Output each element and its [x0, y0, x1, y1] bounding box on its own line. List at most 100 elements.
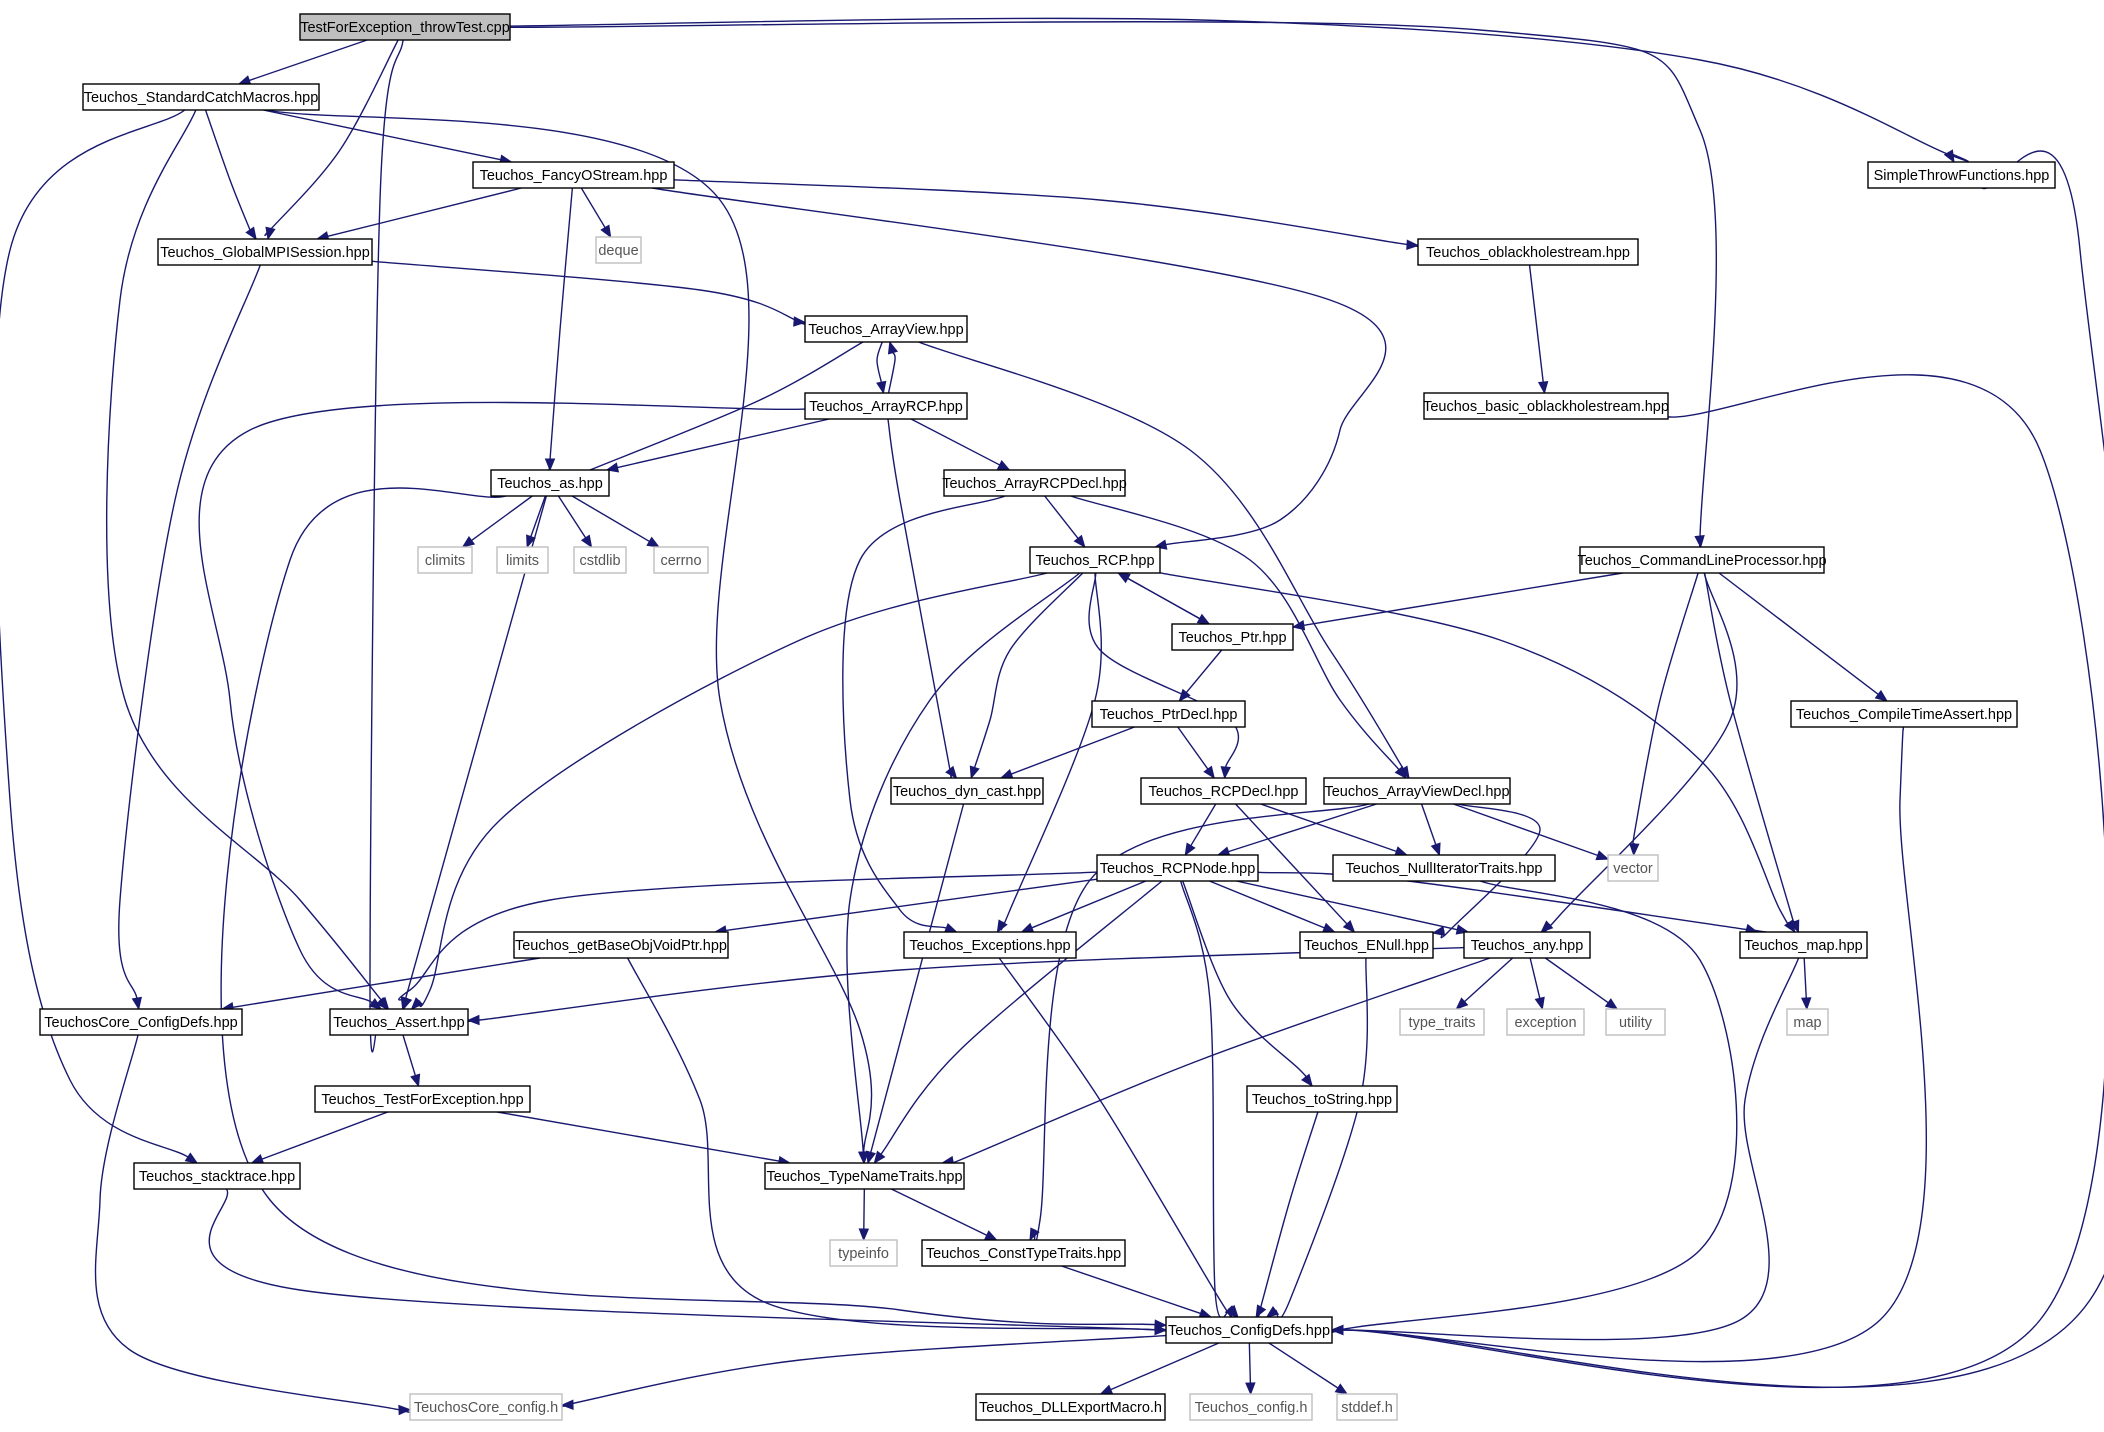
node-fancy[interactable]: Teuchos_FancyOStream.hpp — [472, 161, 675, 189]
edge-as-to-limits — [526, 495, 547, 549]
node-coreconfigdefs[interactable]: TeuchosCore_ConfigDefs.hpp — [39, 1008, 243, 1036]
node-box — [417, 546, 473, 574]
edge-line — [402, 1034, 416, 1076]
node-exceptions[interactable]: Teuchos_Exceptions.hpp — [903, 931, 1077, 959]
node-box — [804, 315, 968, 343]
node-tfe[interactable]: Teuchos_TestForException.hpp — [314, 1085, 531, 1113]
edge-line — [1061, 1265, 1201, 1315]
node-configdefs[interactable]: Teuchos_ConfigDefs.hpp — [1165, 1316, 1333, 1344]
node-nullit[interactable]: Teuchos_NullIteratorTraits.hpp — [1332, 854, 1556, 882]
node-tnt[interactable]: Teuchos_TypeNameTraits.hpp — [764, 1162, 965, 1190]
edge-line — [998, 957, 1233, 1319]
node-rcpdecl[interactable]: Teuchos_RCPDecl.hpp — [1140, 777, 1307, 805]
arrowhead — [1342, 920, 1356, 933]
node-oblack[interactable]: Teuchos_oblackholestream.hpp — [1417, 238, 1639, 266]
arrowhead — [865, 1150, 876, 1165]
node-label: deque — [598, 243, 638, 259]
node-dllexport[interactable]: Teuchos_DLLExportMacro.h — [975, 1393, 1166, 1421]
node-simple[interactable]: SimpleThrowFunctions.hpp — [1867, 161, 2056, 189]
node-basicob[interactable]: Teuchos_basic_oblackholestream.hpp — [1423, 392, 1669, 420]
edge-clp-to-cta — [1718, 572, 1888, 702]
arrowhead — [410, 997, 424, 1010]
edge-line — [262, 109, 501, 161]
node-stdcatch[interactable]: Teuchos_StandardCatchMacros.hpp — [82, 83, 320, 111]
edge-rcp-to-assert — [410, 572, 1048, 1010]
node-box — [1867, 161, 2056, 189]
edge-any-to-assert — [447, 946, 1465, 1026]
edge-line — [870, 803, 965, 1153]
node-label: Teuchos_NullIteratorTraits.hpp — [1346, 861, 1543, 877]
arrowhead — [1220, 766, 1231, 780]
node-gmpi[interactable]: Teuchos_GlobalMPISession.hpp — [157, 238, 373, 266]
node-box — [1171, 623, 1294, 651]
arrowhead — [184, 1152, 199, 1164]
edge-any-to-exception — [1529, 957, 1545, 1011]
arrowhead — [1265, 1305, 1280, 1318]
node-tostring[interactable]: Teuchos_toString.hpp — [1246, 1085, 1398, 1113]
node-label: type_traits — [1409, 1015, 1476, 1031]
node-dyncast[interactable]: Teuchos_dyn_cast.hpp — [890, 777, 1044, 805]
node-any[interactable]: Teuchos_any.hpp — [1463, 931, 1591, 959]
node-box — [921, 1239, 1126, 1267]
node-box — [409, 1393, 563, 1421]
edge-enull-to-configdefs — [1265, 957, 1369, 1319]
node-clp[interactable]: Teuchos_CommandLineProcessor.hpp — [1577, 546, 1827, 574]
node-root[interactable]: TestForException_throwTest.cpp — [299, 13, 511, 41]
arrowhead — [1029, 1227, 1040, 1242]
node-arrview[interactable]: Teuchos_ArrayView.hpp — [804, 315, 968, 343]
edge-line — [266, 109, 873, 1153]
node-rcp[interactable]: Teuchos_RCP.hpp — [1029, 546, 1161, 574]
edge-tfe-to-tnt — [497, 1111, 792, 1167]
edge-stdcatch-to-gmpi — [204, 109, 257, 241]
node-label: Teuchos_TestForException.hpp — [321, 1092, 523, 1108]
node-ptr[interactable]: Teuchos_Ptr.hpp — [1171, 623, 1294, 651]
node-assert[interactable]: Teuchos_Assert.hpp — [329, 1008, 469, 1036]
edge-exceptions-to-configdefs — [998, 957, 1238, 1319]
edge-root-to-assert — [369, 39, 404, 1053]
node-arrrcp[interactable]: Teuchos_ArrayRCP.hpp — [804, 392, 968, 420]
edge-rcp-to-rcpdecl — [1088, 572, 1240, 780]
node-map[interactable]: Teuchos_map.hpp — [1739, 931, 1868, 959]
node-stacktrace[interactable]: Teuchos_stacktrace.hpp — [133, 1162, 301, 1190]
node-getbase[interactable]: Teuchos_getBaseObjVoidPtr.hpp — [513, 931, 729, 959]
edge-line — [1070, 495, 1400, 771]
edge-fancy-to-gmpi — [315, 187, 522, 242]
arrowhead — [1943, 149, 1955, 164]
node-rcpnode[interactable]: Teuchos_RCPNode.hpp — [1096, 854, 1259, 882]
edge-configdefs-to-configh — [1245, 1342, 1256, 1396]
node-as[interactable]: Teuchos_as.hpp — [490, 469, 610, 497]
edge-arrrcp-to-assert — [198, 401, 806, 1010]
node-cta[interactable]: Teuchos_CompileTimeAssert.hpp — [1790, 700, 2018, 728]
node-box — [943, 469, 1126, 497]
node-box — [1790, 700, 2018, 728]
node-box — [1417, 238, 1639, 266]
node-arrrcpdecl[interactable]: Teuchos_ArrayRCPDecl.hpp — [942, 469, 1127, 497]
node-box — [496, 546, 549, 574]
node-label: Teuchos_RCPNode.hpp — [1100, 861, 1256, 877]
edge-line — [249, 39, 368, 82]
node-label: Teuchos_as.hpp — [497, 476, 603, 492]
edge-coreconfigdefs-to-coreconfigh — [94, 1034, 421, 1416]
edge-line — [1803, 957, 1807, 999]
node-box — [890, 777, 1044, 805]
node-enull[interactable]: Teuchos_ENull.hpp — [1299, 931, 1434, 959]
node-consttt[interactable]: Teuchos_ConstTypeTraits.hpp — [921, 1239, 1126, 1267]
edge-line — [1185, 649, 1223, 693]
edge-ptrdecl-to-rcpdecl — [1177, 726, 1215, 780]
node-ptrdecl[interactable]: Teuchos_PtrDecl.hpp — [1091, 700, 1246, 728]
node-label: limits — [506, 553, 539, 569]
node-box — [1140, 777, 1307, 805]
node-avdecl[interactable]: Teuchos_ArrayViewDecl.hpp — [1323, 777, 1511, 805]
edge-arrview-to-arrrcp — [876, 341, 887, 395]
edge-root-to-simple — [509, 17, 1969, 164]
node-box — [903, 931, 1077, 959]
arrowhead — [245, 226, 257, 241]
edge-line — [880, 880, 1163, 1155]
node-cstdlib: cstdlib — [573, 546, 627, 574]
edge-dyncast-to-tnt — [865, 803, 965, 1165]
arrowhead — [1789, 919, 1800, 934]
edge-line — [1000, 572, 1102, 931]
arrowhead — [410, 1073, 421, 1088]
node-label: Teuchos_RCPDecl.hpp — [1149, 784, 1299, 800]
